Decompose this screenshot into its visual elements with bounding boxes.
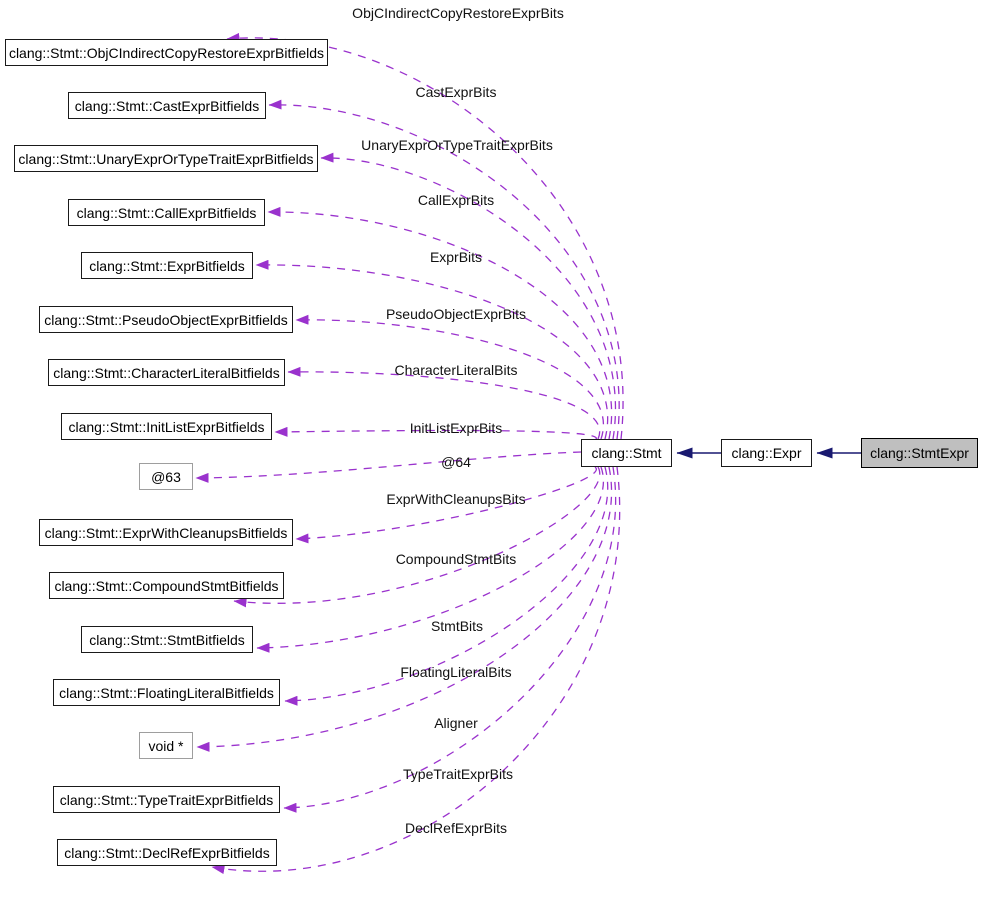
usage-edge bbox=[233, 466, 601, 608]
edge-label: FloatingLiteralBits bbox=[400, 664, 512, 680]
class-node-void-pointer: void * bbox=[139, 732, 193, 759]
class-node-pseudo-object-expr-bitfields[interactable]: clang::Stmt::PseudoObjectExprBitfields bbox=[39, 306, 293, 333]
edge-label: @64 bbox=[441, 454, 471, 470]
edge-label: InitListExprBits bbox=[409, 420, 503, 436]
class-node-unary-expr-or-type-trait-expr-bitfields[interactable]: clang::Stmt::UnaryExprOrTypeTraitExprBit… bbox=[14, 145, 318, 172]
edge-label: ObjCIndirectCopyRestoreExprBits bbox=[352, 5, 564, 21]
edge-label: Aligner bbox=[434, 715, 478, 731]
class-node-clang-stmt-expr: clang::StmtExpr bbox=[861, 438, 978, 468]
usage-edge bbox=[268, 99, 620, 440]
class-node-floating-literal-bitfields[interactable]: clang::Stmt::FloatingLiteralBitfields bbox=[53, 679, 280, 706]
edge-label: DeclRefExprBits bbox=[405, 820, 507, 836]
edge-label: StmtBits bbox=[430, 618, 484, 634]
edge-label: TypeTraitExprBits bbox=[403, 766, 513, 782]
class-node-expr-with-cleanups-bitfields[interactable]: clang::Stmt::ExprWithCleanupsBitfields bbox=[39, 519, 293, 546]
class-node-type-trait-expr-bitfields[interactable]: clang::Stmt::TypeTraitExprBitfields bbox=[53, 786, 280, 813]
class-node-anon-63: @63 bbox=[139, 463, 193, 490]
class-node-init-list-expr-bitfields[interactable]: clang::Stmt::InitListExprBitfields bbox=[61, 413, 272, 440]
usage-edge bbox=[267, 206, 613, 440]
class-node-expr-bitfields[interactable]: clang::Stmt::ExprBitfields bbox=[81, 252, 253, 279]
usage-edge bbox=[283, 466, 617, 813]
edge-label: PseudoObjectExprBits bbox=[385, 306, 527, 322]
edge-label: CallExprBits bbox=[417, 192, 495, 208]
class-node-objc-indirect-copy-restore-expr-bitfields[interactable]: clang::Stmt::ObjCIndirectCopyRestoreExpr… bbox=[5, 39, 328, 66]
usage-edge bbox=[287, 366, 601, 440]
class-node-compound-stmt-bitfields[interactable]: clang::Stmt::CompoundStmtBitfields bbox=[49, 572, 284, 599]
edge-label: ExprBits bbox=[429, 249, 483, 265]
usage-edge bbox=[295, 466, 597, 544]
class-node-clang-expr[interactable]: clang::Expr bbox=[721, 439, 812, 467]
class-node-cast-expr-bitfields[interactable]: clang::Stmt::CastExprBitfields bbox=[68, 92, 266, 119]
edge-label: CastExprBits bbox=[415, 84, 497, 100]
usage-edge bbox=[295, 314, 604, 440]
usage-edge bbox=[195, 451, 582, 483]
edge-label: CompoundStmtBits bbox=[395, 551, 517, 567]
class-node-clang-stmt[interactable]: clang::Stmt bbox=[581, 439, 672, 467]
class-node-character-literal-bitfields[interactable]: clang::Stmt::CharacterLiteralBitfields bbox=[48, 359, 285, 386]
usage-edge bbox=[255, 259, 609, 440]
edge-label: UnaryExprOrTypeTraitExprBits bbox=[361, 137, 553, 153]
class-node-decl-ref-expr-bitfields[interactable]: clang::Stmt::DeclRefExprBitfields bbox=[57, 839, 277, 866]
usage-edge bbox=[256, 466, 604, 653]
class-node-call-expr-bitfields[interactable]: clang::Stmt::CallExprBitfields bbox=[68, 199, 265, 226]
edge-label: ExprWithCleanupsBits bbox=[386, 491, 526, 507]
edge-label: CharacterLiteralBits bbox=[394, 362, 518, 378]
usage-edge bbox=[211, 466, 621, 875]
usage-edge bbox=[196, 466, 612, 752]
class-node-stmt-bitfields[interactable]: clang::Stmt::StmtBitfields bbox=[81, 626, 253, 653]
usage-edge bbox=[320, 152, 616, 440]
usage-edge bbox=[274, 426, 598, 441]
